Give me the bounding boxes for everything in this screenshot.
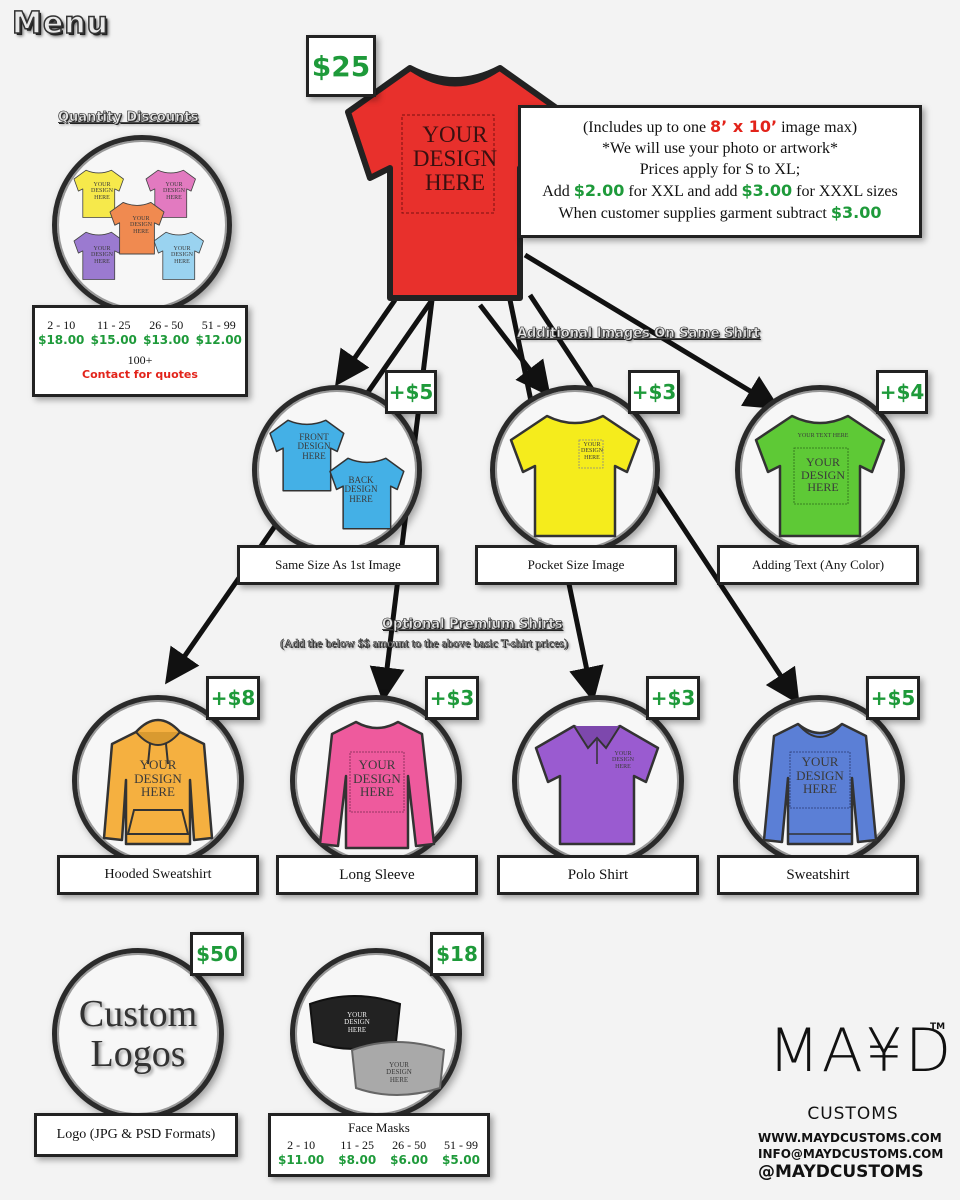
text-price: +$4 [876,370,928,414]
long-sleeve-shirt-icon [318,720,436,850]
base-pricing-info: (Includes up to one 8’ x 10’ image max) … [518,105,922,238]
info-line-4: Add $2.00 for XXL and add $3.00 for XXXL… [542,181,898,200]
tier-11-25: 11 - 25$15.00 [90,318,137,347]
base-tshirt-icon [345,65,565,301]
sweatshirt-price: +$5 [866,676,920,720]
pocket-label: Pocket Size Image [475,545,677,585]
sweatshirt-label: Sweatshirt [717,855,919,895]
mask-tier-2-10: 2 - 10$11.00 [277,1138,325,1167]
polo-price: +$3 [646,676,700,720]
premium-heading: Optional Premium Shirts [382,617,563,633]
yellow-tshirt-icon [509,414,641,538]
arrow-same-size [335,298,398,387]
info-line-2: *We will use your photo or artwork* [602,140,838,157]
brand-email: INFO@MAYDCUSTOMS.COM [758,1147,944,1161]
same-size-price: +$5 [385,370,437,414]
hooded-sweatshirt-icon [102,718,214,846]
polo-label: Polo Shirt [497,855,699,895]
tier-2-10: 2 - 10$18.00 [38,318,85,347]
longsleeve-price: +$3 [425,676,479,720]
logos-circle: Custom Logos [52,948,224,1120]
same-size-label: Same Size As 1st Image [237,545,439,585]
longsleeve-label: Long Sleeve [276,855,478,895]
masks-table: Face Masks 2 - 10$11.00 11 - 25$8.00 26 … [268,1113,490,1177]
face-masks-icon [308,995,446,1096]
base-price-badge: $25 [306,35,376,97]
mask-tier-51-99: 51 - 99$5.00 [442,1138,480,1167]
polo-shirt-icon [534,724,660,846]
masks-label: Face Masks [348,1120,410,1135]
mask-tier-26-50: 26 - 50$6.00 [390,1138,429,1167]
tier-51-99: 51 - 99$12.00 [195,318,242,347]
brand-sub: CUSTOMS [807,1104,899,1124]
brand-tm: TM [930,1022,946,1032]
tier-26-50: 26 - 50$13.00 [143,318,190,347]
quantity-discounts-table: 2 - 10$18.00 11 - 25$15.00 26 - 50$13.00… [32,305,248,397]
brand-website: WWW.MAYDCUSTOMS.COM [758,1131,942,1145]
logos-title-line-1: Custom [78,993,198,1035]
multi-color-shirts-icon [73,169,204,280]
bulk-tier: 100+ [127,353,153,367]
premium-subheading: (Add the below $$ amount to the above ba… [280,636,569,651]
mask-tier-11-25: 11 - 25$8.00 [338,1138,377,1167]
quantity-discounts-heading: Quantity Discounts [58,110,199,126]
additional-images-heading: Additional Images On Same Shirt [517,326,760,342]
info-line-3: Prices apply for S to XL; [639,161,801,178]
text-placeholder: YOUR TEXT HERE [797,433,849,439]
pocket-price: +$3 [628,370,680,414]
info-line-1: (Includes up to one 8’ x 10’ image max) [582,117,858,136]
masks-price: $18 [430,932,484,976]
logos-price: $50 [190,932,244,976]
arrow-pocket [478,303,551,397]
brand-logo: MA¥D [768,1016,954,1086]
logos-title-line-2: Logos [90,1033,186,1075]
hoodie-price: +$8 [206,676,260,720]
brand-block: MA¥D TM CUSTOMS [768,1016,951,1124]
brand-handle: @MAYDCUSTOMS [758,1162,924,1182]
text-label: Adding Text (Any Color) [717,545,919,585]
hoodie-label: Hooded Sweatshirt [57,855,259,895]
info-line-5: When customer supplies garment subtract … [558,203,882,222]
sweatshirt-icon [762,722,878,846]
page-title: Menu [11,5,109,42]
logos-label: Logo (JPG & PSD Formats) [34,1113,238,1157]
contact-quotes: Contact for quotes [82,368,198,381]
